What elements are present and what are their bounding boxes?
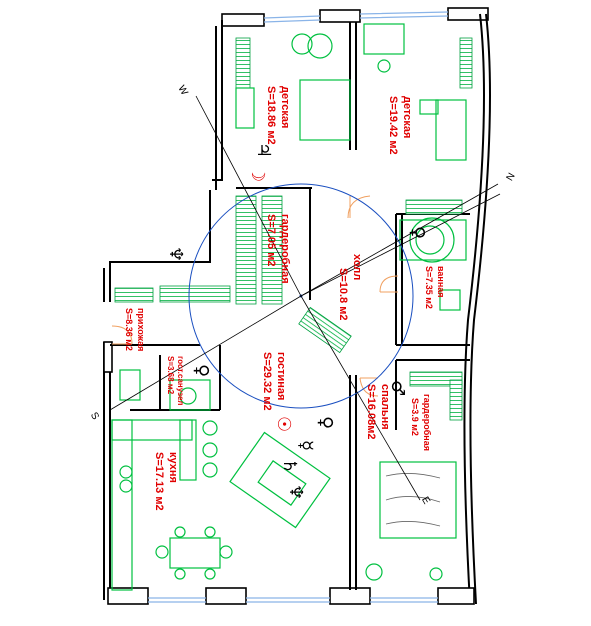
planet-symbols: ♃ ☽ ♆ ♀ ♂ ♀ ♀ ☉ ☿ ♄ ♆: [165, 142, 428, 500]
room-wardrobe1-area: S=7.05 м2: [265, 214, 277, 266]
room-labels: детская S=18.86 м2 детская S=19.42 м2 га…: [124, 86, 446, 511]
room-wardrobe2-name: гардеробная: [422, 394, 432, 451]
saturn-icon: ♄: [279, 458, 300, 474]
room-bedroom-area: S=16.08м2: [365, 384, 377, 440]
room-nursery1-name: детская: [279, 86, 291, 128]
direction-south: S: [88, 411, 101, 423]
mercury-icon: ☿: [295, 440, 316, 451]
room-living-name: гостиная: [275, 352, 287, 400]
room-nursery1-area: S=18.86 м2: [265, 86, 277, 145]
sector-circle: [109, 95, 501, 501]
sun-icon: ☉: [273, 416, 294, 432]
room-nursery2-area: S=19.42 м2: [387, 96, 399, 155]
room-wc-area: S=3.68 м2: [166, 356, 175, 395]
room-kitchen-name: кухня: [167, 452, 179, 483]
jupiter-icon: ♃: [253, 142, 274, 158]
neptune2-icon: ♆: [285, 484, 306, 500]
room-bathroom-name: ванная: [436, 266, 446, 298]
room-living-area: S=29.32 м2: [261, 352, 273, 411]
moon-icon: ☽: [247, 166, 268, 182]
furniture: [111, 23, 473, 591]
direction-east: E: [419, 495, 432, 507]
room-bedroom-name: спальня: [379, 384, 391, 430]
room-nursery2-name: детская: [401, 96, 413, 138]
room-entrance-area: S=8.36 м2: [124, 308, 134, 351]
venus2-icon: ♀: [191, 364, 212, 377]
direction-north: N: [505, 171, 518, 183]
room-kitchen-area: S=17.13 м2: [153, 452, 165, 511]
walls: [103, 7, 491, 605]
room-hall-name: холл: [351, 254, 363, 280]
room-wc-name: гост.санузел: [176, 356, 185, 405]
room-wardrobe1-name: гардеробная: [279, 214, 291, 284]
direction-west: W: [175, 84, 190, 98]
room-bathroom-area: S=7.35 м2: [424, 266, 434, 309]
mars-icon: ♂: [387, 380, 408, 396]
room-hall-area: S=10.8 м2: [337, 268, 349, 320]
venus-icon: ♀: [407, 226, 428, 239]
room-entrance-name: прихожая: [136, 308, 146, 351]
neptune-icon: ♆: [165, 246, 186, 262]
room-wardrobe2-area: S=3.9 м2: [410, 398, 420, 436]
doors: [111, 195, 399, 397]
venus3-icon: ♀: [315, 416, 336, 429]
